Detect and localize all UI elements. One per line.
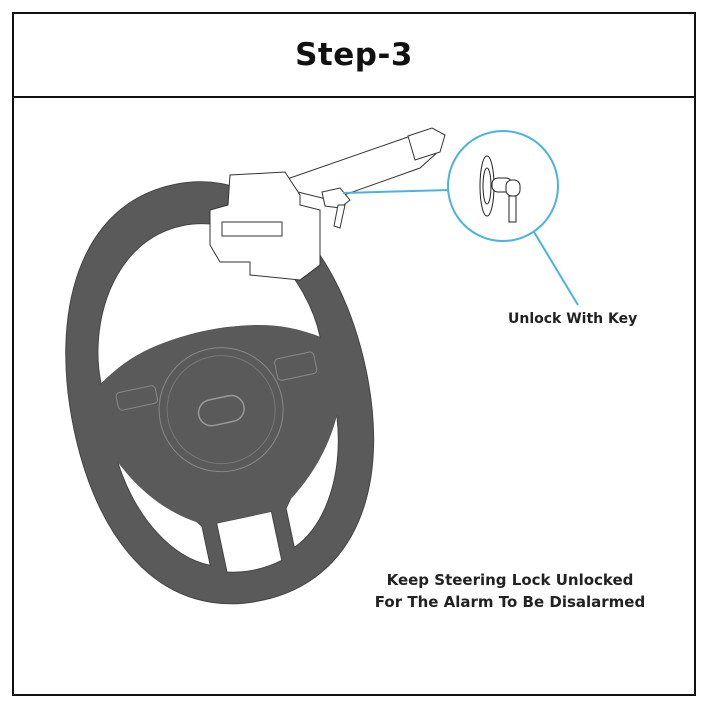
header: Step-3 (14, 14, 694, 98)
steering-wheel (65, 181, 375, 605)
note-line-1: Keep Steering Lock Unlocked (386, 571, 634, 589)
steering-lock (209, 127, 446, 281)
key-callout (342, 130, 579, 306)
callout-label: Unlock With Key (508, 311, 638, 327)
instruction-card: Step-3 (12, 12, 696, 696)
key-illustration (479, 155, 521, 223)
page-title: Step-3 (295, 37, 413, 73)
note-line-2: For The Alarm To Be Disalarmed (374, 593, 646, 611)
instruction-note: Keep Steering Lock Unlocked For The Alar… (330, 569, 690, 613)
